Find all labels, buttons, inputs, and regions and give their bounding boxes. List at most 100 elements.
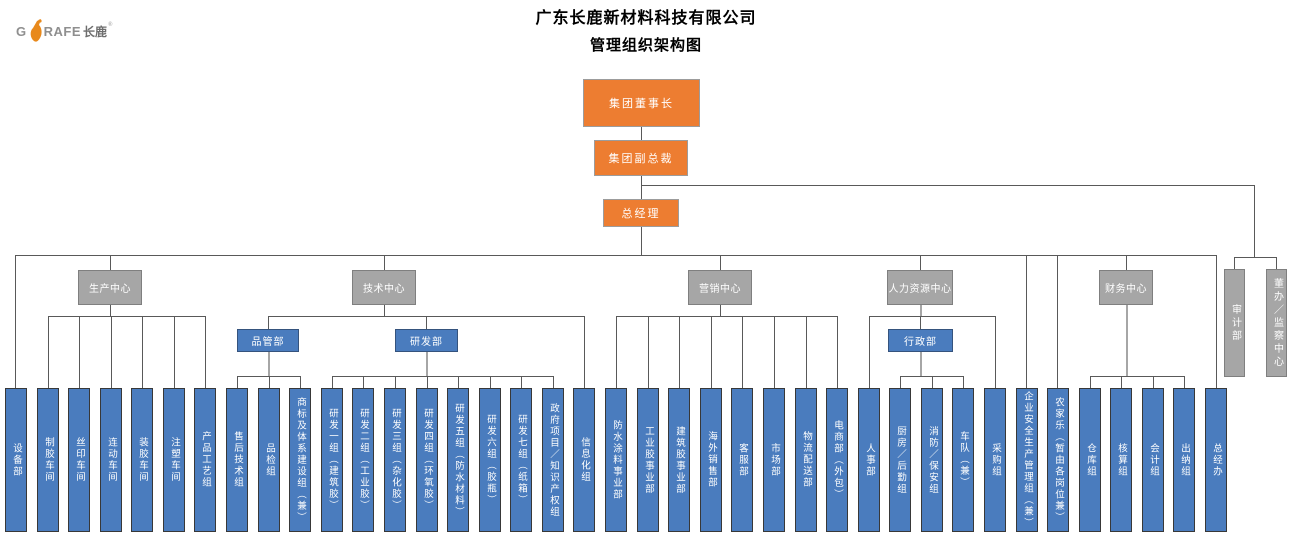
connector-hline: [869, 316, 996, 317]
connector-vline: [1153, 376, 1154, 388]
org-node-label: 海外销售部: [706, 431, 716, 489]
connector-vline: [720, 255, 721, 270]
org-node-label: 研发四组（环氧胶）: [422, 408, 432, 512]
org-node-enterprise-safety-group: 企业安全生产管理组（兼）: [1016, 388, 1038, 532]
giraffe-icon: [30, 19, 42, 42]
connector-vline: [490, 376, 491, 388]
connector-vline: [1126, 255, 1127, 270]
connector-vline: [1090, 376, 1091, 388]
connector-vline: [711, 316, 712, 388]
org-node-rnd-group-3: 研发三组（杂化胶）: [384, 388, 406, 532]
org-node-label: 仓库组: [1085, 442, 1095, 478]
org-node-label: 丝印车间: [74, 437, 84, 483]
connector-vline: [920, 255, 921, 270]
org-node-label: 审计部: [1229, 303, 1241, 343]
connector-hline: [15, 255, 1217, 256]
org-node-production-center: 生产中心: [78, 270, 142, 305]
connector-vline: [774, 316, 775, 388]
connector-vline: [15, 255, 16, 388]
org-node-personnel-dept: 人事部: [858, 388, 880, 532]
connector-vline: [237, 376, 238, 388]
org-node-glue-filling-workshop: 装胶车间: [131, 388, 153, 532]
chart-title-block: 广东长鹿新材料科技有限公司 管理组织架构图: [0, 4, 1292, 55]
connector-vline: [521, 376, 522, 388]
org-node-equipment-dept: 设备部: [5, 388, 27, 532]
org-node-label: 制胶车间: [43, 437, 53, 483]
connector-vline: [79, 316, 80, 388]
connector-vline: [1026, 255, 1027, 388]
connector-vline: [1126, 305, 1128, 376]
org-node-general-manager: 总经理: [603, 199, 679, 227]
org-node-board-office-supervision-center: 董办／监察中心: [1266, 269, 1287, 377]
org-node-label: 连动车间: [106, 437, 116, 483]
org-node-label: 电商部（外包）: [832, 419, 842, 501]
brand-logo: G RAFE 长鹿 ®: [16, 18, 113, 44]
connector-vline: [111, 316, 112, 388]
org-node-label: 设备部: [11, 442, 21, 478]
connector-vline: [616, 316, 617, 388]
org-node-label: 集团董事长: [609, 98, 674, 110]
org-node-gm-office: 总经办: [1205, 388, 1227, 532]
org-node-rnd-group-5: 研发五组（防水材料）: [447, 388, 469, 532]
org-node-rnd-group-1: 研发一组（建筑胶）: [321, 388, 343, 532]
org-node-label: 生产中心: [89, 284, 131, 295]
org-node-label: 企业安全生产管理组（兼）: [1022, 391, 1032, 529]
org-node-label: 市场部: [769, 442, 779, 478]
org-node-label: 装胶车间: [137, 437, 147, 483]
org-node-label: 品检组: [264, 442, 274, 478]
connector-vline: [142, 316, 143, 388]
org-node-label: 研发六组（胶瓶）: [485, 414, 495, 506]
org-node-label: 研发五组（防水材料）: [453, 402, 463, 518]
org-node-screen-printing-workshop: 丝印车间: [68, 388, 90, 532]
connector-vline: [268, 316, 269, 329]
org-node-ecommerce-dept: 电商部（外包）: [826, 388, 848, 532]
connector-vline: [806, 316, 807, 388]
connector-vline: [1184, 376, 1185, 388]
connector-vline: [426, 316, 427, 329]
org-node-label: 工业胶事业部: [643, 425, 653, 495]
org-node-label: 政府项目／知识产权组: [548, 402, 558, 518]
connector-vline: [395, 376, 396, 388]
connector-hline: [1234, 257, 1277, 258]
logo-cn-name: 长鹿: [83, 24, 108, 39]
org-node-label: 客服部: [737, 442, 747, 478]
connector-vline: [837, 316, 838, 388]
org-node-label: 农家乐（暂由各岗位兼）: [1053, 396, 1063, 524]
org-node-technology-center: 技术中心: [352, 270, 416, 305]
connector-vline: [963, 376, 964, 388]
org-node-label: 研发七组（纸箱）: [516, 414, 526, 506]
connector-hline: [332, 376, 554, 377]
org-node-glue-making-workshop: 制胶车间: [37, 388, 59, 532]
org-node-label: 董办／监察中心: [1271, 277, 1283, 369]
org-node-label: 消防／保安组: [927, 425, 937, 495]
connector-vline: [427, 376, 428, 388]
org-node-product-process-group: 产品工艺组: [194, 388, 216, 532]
org-node-label: 物流配送部: [801, 431, 811, 489]
connector-vline: [679, 316, 680, 388]
org-node-customer-service-dept: 客服部: [731, 388, 753, 532]
connector-vline: [174, 316, 175, 388]
org-node-label: 会计组: [1148, 442, 1158, 478]
connector-hline: [616, 316, 838, 317]
connector-vline: [920, 305, 922, 316]
connector-vline: [641, 127, 642, 140]
org-node-hr-center: 人力资源中心: [887, 270, 953, 305]
connector-vline: [900, 376, 901, 388]
org-node-label: 研发二组（工业胶）: [358, 408, 368, 512]
org-node-logistics-distribution-dept: 物流配送部: [795, 388, 817, 532]
org-node-motorcade-group: 车队（兼）: [952, 388, 974, 532]
org-node-label: 研发三组（杂化胶）: [390, 408, 400, 512]
connector-vline: [384, 255, 385, 270]
org-node-after-sales-tech-group: 售后技术组: [226, 388, 248, 532]
connector-vline: [553, 376, 554, 388]
org-node-admin-dept: 行政部: [888, 329, 953, 352]
org-node-label: 人力资源中心: [888, 284, 952, 295]
connector-vline: [742, 316, 743, 388]
org-node-label: 信息化组: [579, 437, 589, 483]
connector-vline: [932, 376, 933, 388]
connector-vline: [384, 305, 385, 316]
org-node-fire-security-group: 消防／保安组: [921, 388, 943, 532]
org-node-label: 注塑车间: [169, 437, 179, 483]
connector-vline: [363, 376, 364, 388]
